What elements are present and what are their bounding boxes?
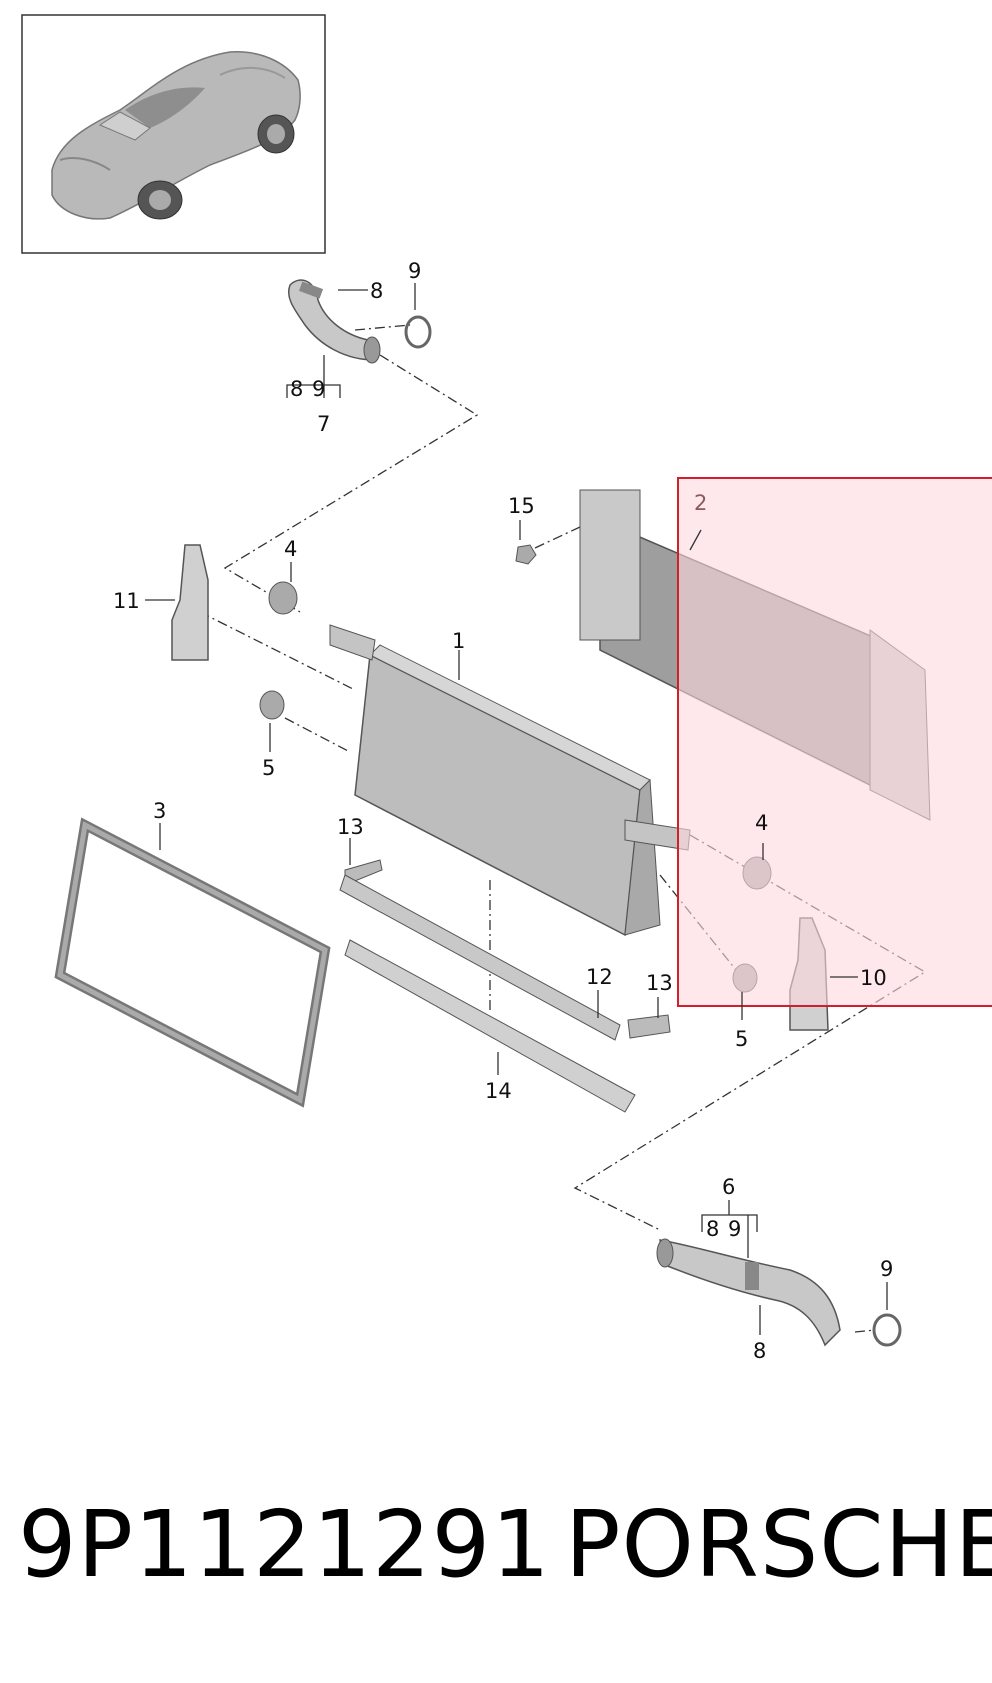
callout-4: 4	[284, 537, 297, 561]
callout-9: 9	[312, 377, 325, 401]
lower-hose	[656, 1238, 841, 1347]
callout-8: 8	[370, 279, 383, 303]
seal-13-right	[627, 1014, 671, 1039]
callout-15: 15	[508, 494, 535, 518]
callout-13: 13	[337, 815, 364, 839]
callout-9: 9	[728, 1217, 741, 1241]
callout-6: 6	[722, 1175, 735, 1199]
grommet-5-upper	[259, 690, 285, 720]
part-number: 9P1121291	[18, 1491, 551, 1598]
callout-13: 13	[646, 971, 673, 995]
callout-12: 12	[586, 965, 613, 989]
callout-11: 11	[113, 589, 140, 613]
callout-10: 10	[860, 966, 887, 990]
callout-3: 3	[153, 799, 166, 823]
seal-12	[339, 874, 621, 1041]
callout-labels: 8 9 8 9 7 15 4 11 1 5 3 13 2 4 12 13 10 …	[113, 259, 893, 1363]
callout-5: 5	[262, 756, 275, 780]
callout-9: 9	[880, 1257, 893, 1281]
callout-9: 9	[408, 259, 421, 283]
nut-15	[515, 544, 537, 565]
highlight-box	[677, 477, 992, 1007]
callout-14: 14	[485, 1079, 512, 1103]
vehicle-thumbnail	[21, 14, 326, 254]
callout-2: 2	[694, 491, 707, 515]
callout-8: 8	[706, 1217, 719, 1241]
callout-4: 4	[755, 811, 768, 835]
grommet-4-upper	[268, 581, 298, 615]
seal-14	[344, 939, 636, 1113]
radiator-core	[329, 624, 691, 937]
upper-hose	[288, 279, 381, 364]
callout-ticks	[145, 283, 888, 1335]
callout-8: 8	[753, 1339, 766, 1363]
radiator-frame	[54, 817, 331, 1108]
o-ring-lower	[872, 1313, 902, 1347]
callout-7: 7	[317, 412, 330, 436]
callout-8: 8	[290, 377, 303, 401]
bracket-11	[171, 544, 209, 661]
footer: 9P1121291 PORSCHE	[0, 1490, 992, 1620]
brand-name: PORSCHE	[565, 1491, 992, 1598]
callout-1: 1	[452, 629, 465, 653]
o-ring-upper	[404, 315, 432, 349]
callout-5: 5	[735, 1027, 748, 1051]
